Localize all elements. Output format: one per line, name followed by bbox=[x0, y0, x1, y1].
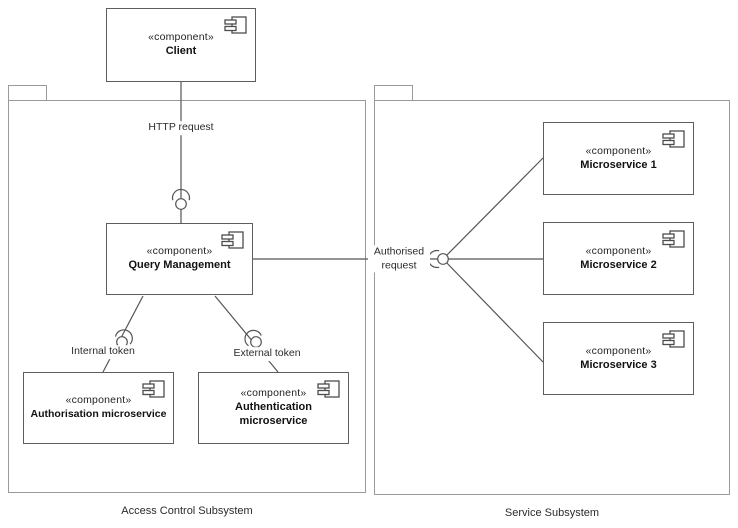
connector-label-external-token: External token bbox=[231, 347, 303, 361]
component-icon bbox=[221, 231, 245, 250]
package-access-control bbox=[8, 100, 366, 493]
component-name: Microservice 1 bbox=[580, 158, 657, 171]
connector-label-http-request: HTTP request bbox=[146, 121, 216, 135]
component-name: Authorisation microservice bbox=[30, 408, 167, 421]
component-icon bbox=[142, 380, 166, 399]
component-name: Authentication microservice bbox=[235, 401, 312, 427]
component-icon bbox=[317, 380, 341, 399]
component-microservice-1: «component» Microservice 1 bbox=[543, 122, 694, 195]
connector-label-authorised-request: Authorised request bbox=[368, 245, 430, 273]
component-name: Microservice 3 bbox=[580, 358, 657, 371]
component-stereotype: «component» bbox=[585, 144, 652, 157]
ball-interface-http bbox=[175, 198, 187, 210]
socket-interface-internal-token bbox=[114, 329, 133, 345]
component-authorisation-microservice: «component» Authorisation microservice bbox=[23, 372, 174, 444]
component-query-management: «component» Query Management bbox=[106, 223, 253, 295]
component-icon bbox=[662, 330, 686, 349]
package-tab-service bbox=[374, 85, 413, 100]
ball-interface-external-token bbox=[250, 336, 262, 348]
package-label-service: Service Subsystem bbox=[504, 507, 600, 519]
socket-interface-http bbox=[171, 188, 191, 201]
component-stereotype: «component» bbox=[585, 244, 652, 257]
component-name: Microservice 2 bbox=[580, 258, 657, 271]
ball-interface-authorised-request bbox=[437, 253, 449, 265]
component-stereotype: «component» bbox=[146, 245, 213, 258]
connector-label-internal-token: Internal token bbox=[69, 345, 137, 359]
component-authentication-microservice: «component» Authentication microservice bbox=[198, 372, 349, 444]
component-stereotype: «component» bbox=[240, 387, 307, 400]
component-client: «component» Client bbox=[106, 8, 256, 82]
socket-interface-external-token bbox=[244, 329, 262, 347]
component-icon bbox=[662, 130, 686, 149]
component-name: Client bbox=[165, 45, 197, 58]
component-name: Query Management bbox=[128, 259, 231, 272]
package-label-access-control: Access Control Subsystem bbox=[121, 505, 253, 517]
component-icon bbox=[662, 230, 686, 249]
component-microservice-3: «component» Microservice 3 bbox=[543, 322, 694, 395]
component-stereotype: «component» bbox=[65, 394, 132, 407]
package-service bbox=[374, 100, 730, 495]
component-microservice-2: «component» Microservice 2 bbox=[543, 222, 694, 295]
component-stereotype: «component» bbox=[148, 31, 214, 44]
component-stereotype: «component» bbox=[585, 344, 652, 357]
component-icon bbox=[224, 16, 248, 35]
package-tab-access-control bbox=[8, 85, 47, 100]
